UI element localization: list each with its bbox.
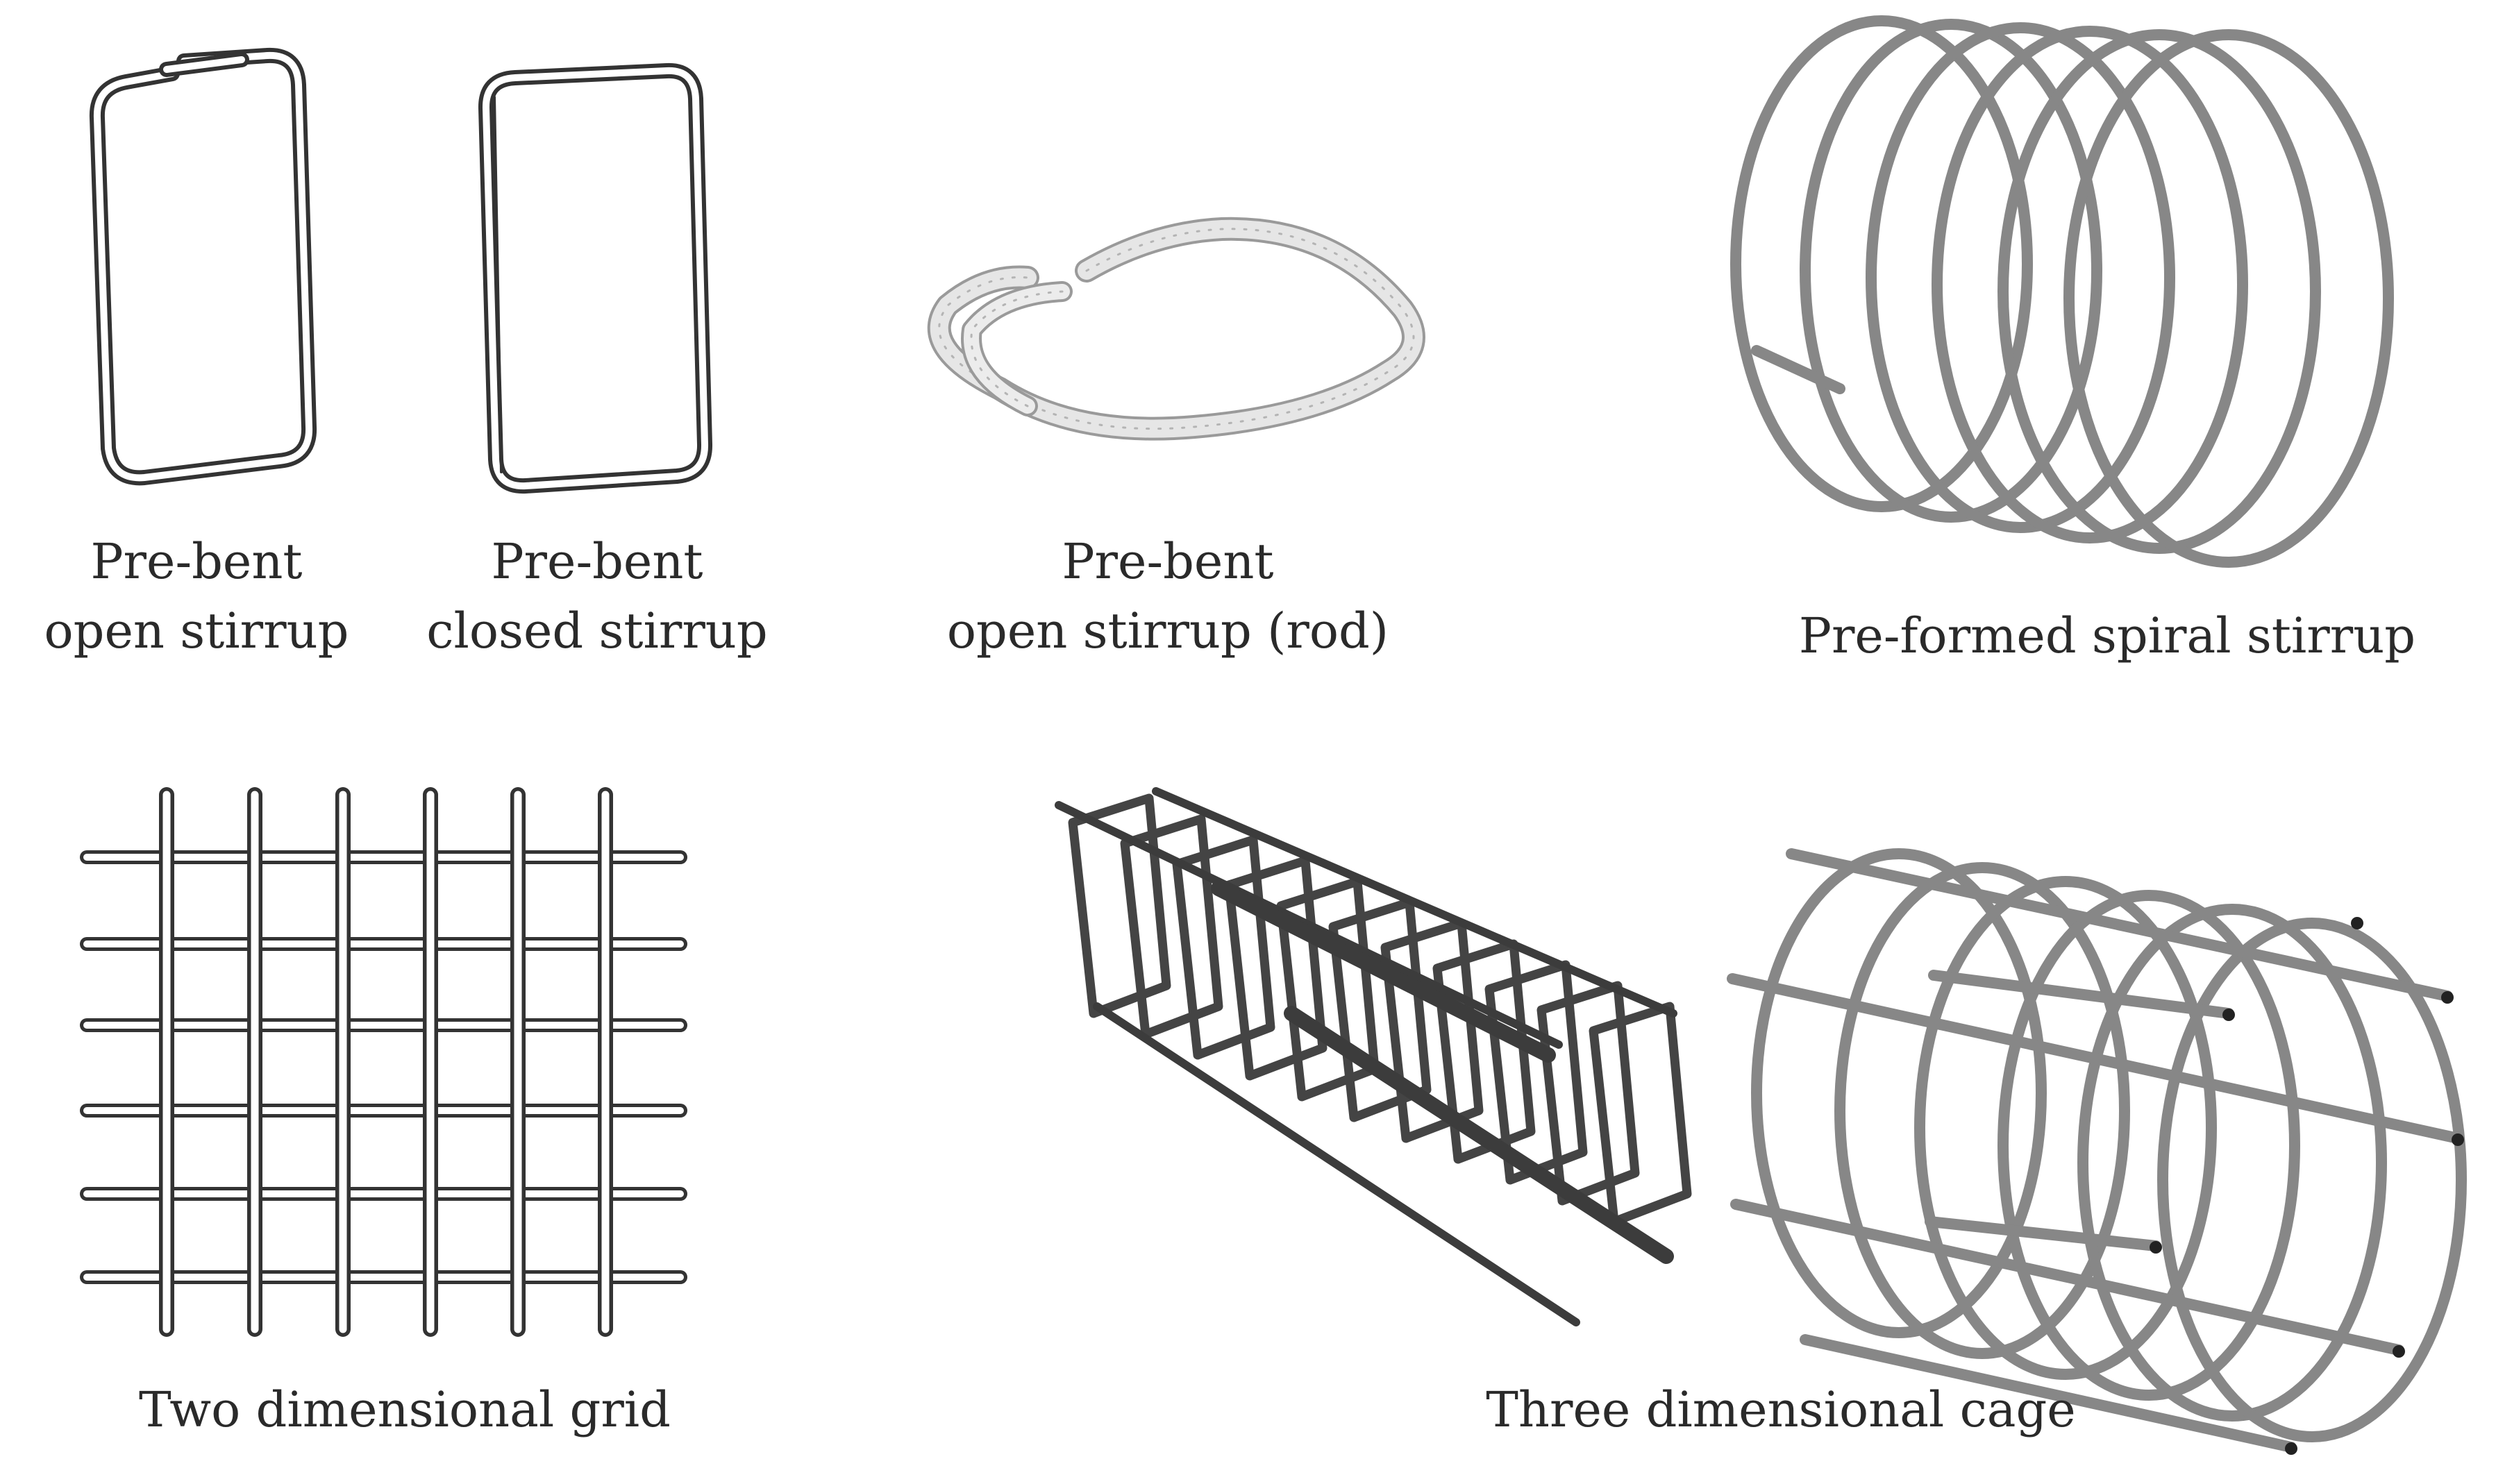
- pre-bent-open-stirrup-rod-label-line-2: open stirrup (rod): [947, 602, 1389, 659]
- pre-bent-open-stirrup-rod-illustration: [927, 217, 1425, 441]
- cage-bar-end-points: [2150, 917, 2464, 1455]
- pre-bent-open-stirrup-label-line-1: Pre-bent: [90, 533, 302, 590]
- pre-bent-open-stirrup-rod-label-line-1: Pre-bent: [1062, 533, 1273, 590]
- pre-bent-closed-stirrup-illustration: [478, 62, 712, 494]
- three-dimensional-cage-label: Three dimensional cage: [1486, 1381, 2076, 1438]
- three-dimensional-cage-box-illustration: [1055, 787, 1692, 1326]
- pre-formed-spiral-stirrup-illustration: [1730, 15, 2394, 568]
- two-dimensional-grid-illustration: [80, 787, 687, 1337]
- two-dimensional-grid-label: Two dimensional grid: [139, 1381, 671, 1438]
- pre-bent-closed-stirrup-label-line-2: closed stirrup: [426, 602, 767, 659]
- pre-bent-open-stirrup-label-line-2: open stirrup: [44, 602, 349, 659]
- pre-bent-open-stirrup-illustration: [89, 47, 317, 486]
- grid-horizontal-bars: [80, 850, 687, 1284]
- grid-vertical-bars: [159, 787, 613, 1337]
- three-dimensional-cage-circular-illustration: [1727, 848, 2467, 1453]
- pre-formed-spiral-stirrup-label: Pre-formed spiral stirrup: [1799, 607, 2415, 664]
- pre-bent-closed-stirrup-label-line-1: Pre-bent: [491, 533, 703, 590]
